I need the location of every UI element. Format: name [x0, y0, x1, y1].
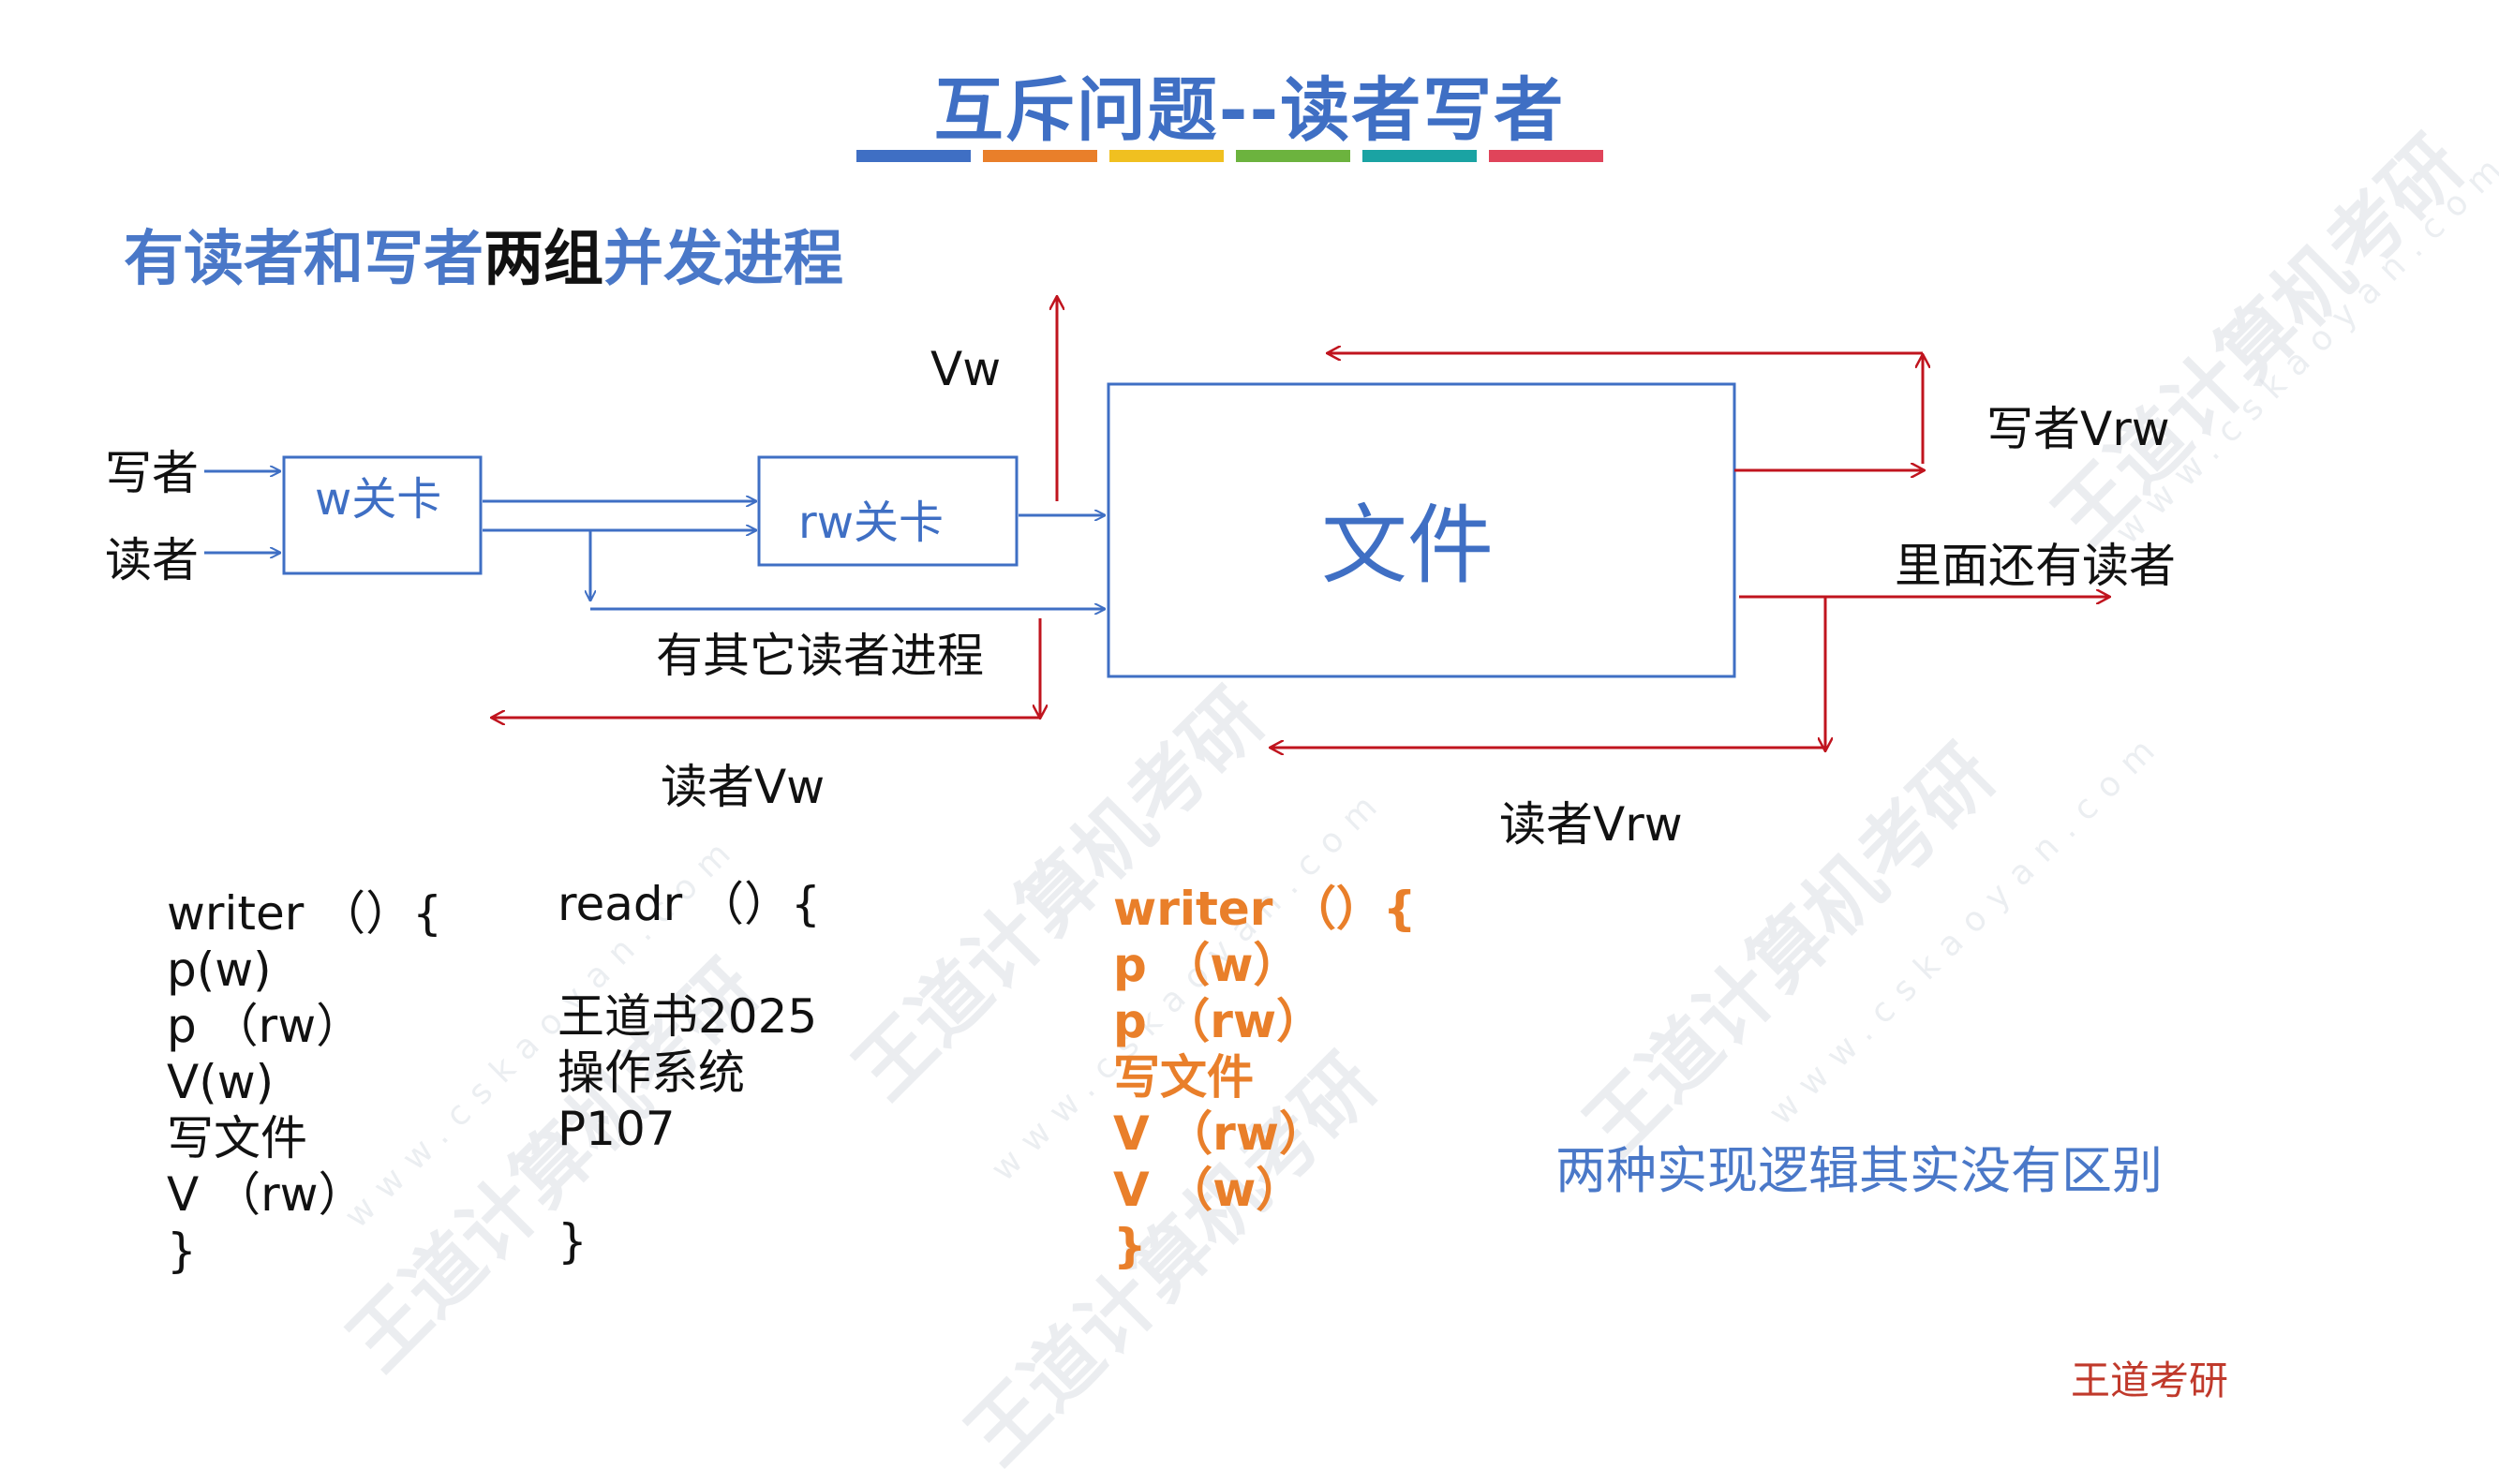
rw-gate-box: [757, 455, 1019, 567]
code-line: }: [1113, 1219, 1147, 1273]
title-bar-segment: [856, 150, 971, 162]
title-bar-segment: [1489, 150, 1603, 162]
code-line: V （rw）: [167, 1167, 365, 1222]
code-line: p （rw）: [167, 999, 364, 1053]
title-bar-segment: [1362, 150, 1477, 162]
reader-vrw-label: 读者Vrw: [1499, 797, 1683, 852]
readers-inside-label: 里面还有读者: [1895, 539, 2176, 593]
file-label: 文件: [1321, 496, 1495, 596]
code-line: V （w）: [1113, 1163, 1303, 1217]
code-line: [558, 1157, 821, 1213]
subtitle-part2: 两组: [483, 225, 603, 294]
code-line: readr （）{: [558, 877, 821, 931]
writer-vrw-label: 写者Vrw: [1986, 402, 2170, 456]
page-title: 互斥问题--读者写者: [933, 70, 1566, 151]
code-line: V(w): [167, 1055, 275, 1109]
code-line: 王道书2025: [558, 989, 818, 1044]
file-box: [1107, 382, 1736, 678]
reader-vw-label: 读者Vw: [661, 760, 826, 814]
note-text: 两种实现逻辑其实没有区别: [1555, 1141, 2163, 1200]
code-line: 操作系统: [558, 1046, 745, 1100]
subtitle: 有读者和写者两组并发进程: [124, 211, 843, 297]
title-bar-segment: [983, 150, 1097, 162]
code-line: p(w): [167, 942, 272, 997]
code-line: 写文件: [167, 1111, 307, 1165]
code-line: writer （）{: [167, 886, 442, 941]
w-gate-label: w关卡: [315, 473, 442, 526]
code-line: [558, 932, 821, 988]
other-readers-label: 有其它读者进程: [656, 629, 984, 683]
title-bar-segment: [1109, 150, 1224, 162]
subtitle-part3: 并发进程: [603, 225, 843, 294]
writer-input-label: 写者: [105, 446, 199, 500]
code-line: writer （）{: [1113, 882, 1417, 936]
code-line: p （rw）: [1113, 994, 1324, 1048]
rw-gate-label: rw关卡: [798, 497, 944, 549]
code-line: }: [558, 1214, 588, 1269]
subtitle-part1: 有读者和写者: [124, 225, 483, 294]
w-gate-box: [282, 455, 483, 575]
code-line: P107: [558, 1102, 676, 1156]
code-line: }: [167, 1224, 197, 1278]
code-line: p （w）: [1113, 938, 1301, 992]
vw-label: Vw: [930, 342, 1002, 396]
brand-logo-text: 王道考研: [2071, 1358, 2229, 1403]
title-bar-segment: [1236, 150, 1350, 162]
code-line: V （rw）: [1113, 1106, 1326, 1161]
reader-input-label: 读者: [105, 533, 199, 587]
flow-diagram: [204, 0, 2499, 1405]
code-line: 写文件: [1113, 1050, 1254, 1105]
